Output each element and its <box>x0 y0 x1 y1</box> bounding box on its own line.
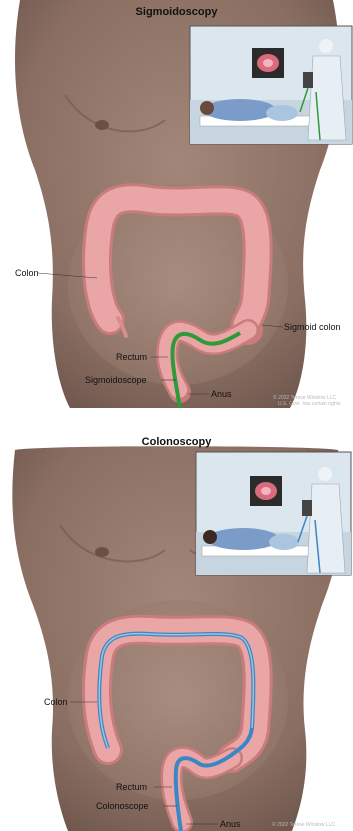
colonoscopy-panel: Colonoscopy <box>0 430 353 831</box>
sigmoidoscopy-panel: Sigmoidoscopy <box>0 0 353 408</box>
label-sigmoidoscope: Sigmoidoscope <box>85 375 147 385</box>
colonoscopy-title: Colonoscopy <box>0 436 353 448</box>
credit-line-2: U.S. Govt. has certain rights <box>278 401 341 407</box>
nipple-icon <box>95 120 109 130</box>
label-rectum: Rectum <box>116 352 147 362</box>
procedure-inset <box>190 26 352 144</box>
sigmoidoscopy-title: Sigmoidoscopy <box>0 6 353 18</box>
sigmoidoscopy-illustration <box>0 0 353 408</box>
colonoscopy-illustration <box>0 430 353 831</box>
doctor-head <box>319 39 333 53</box>
label-rectum: Rectum <box>116 782 147 792</box>
patient-head <box>200 101 214 115</box>
label-anus: Anus <box>211 389 232 399</box>
label-sigmoid-colon: Sigmoid colon <box>284 322 341 332</box>
credit-line-1: © 2022 Terese Winslow LLC <box>272 822 335 828</box>
label-anus: Anus <box>220 819 241 829</box>
patient-head <box>203 530 217 544</box>
label-colon: Colon <box>15 268 39 278</box>
label-colon: Colon <box>44 697 68 707</box>
label-colonoscope: Colonoscope <box>96 801 149 811</box>
nipple-icon <box>95 547 109 557</box>
procedure-inset <box>196 452 351 575</box>
doctor-head <box>318 467 332 481</box>
